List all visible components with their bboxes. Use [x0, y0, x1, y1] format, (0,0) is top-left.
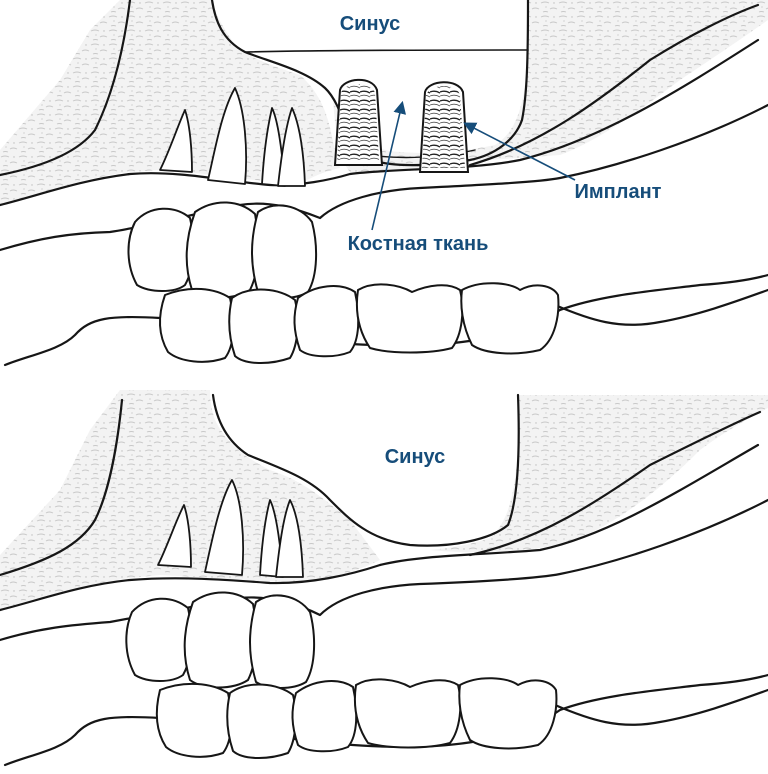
top-lower-tooth-5: [460, 282, 560, 355]
top-lower-jaw-right: [553, 288, 768, 326]
bottom-bone-left: [0, 390, 380, 610]
bottom-maxilla-outline: [0, 443, 760, 612]
implant-label: Имплант: [575, 181, 662, 203]
top-root-2: [207, 87, 247, 185]
bottom-maxilla-right-contour: [468, 410, 762, 557]
bottom-upper-crown-1: [125, 597, 193, 682]
top-panel: Синус Имплант Костная ткань: [0, 0, 768, 367]
top-upper-crown-1: [127, 207, 195, 292]
bottom-sinus-label: Синус: [385, 446, 446, 468]
bottom-lower-jaw-right: [553, 688, 768, 726]
top-lower-tooth-4: [355, 283, 464, 354]
bottom-lower-tooth-4: [353, 678, 462, 749]
bottom-root-1: [157, 504, 192, 568]
bottom-sinus-outline: [211, 393, 520, 547]
top-maxilla-outline: [0, 38, 760, 207]
top-implant-2: [418, 81, 470, 173]
top-lower-tooth-1: [159, 287, 235, 363]
bottom-root-4: [275, 499, 304, 578]
bottom-root-2: [204, 479, 244, 576]
top-bone-right: [460, 0, 768, 162]
top-upper-crown-3: [251, 204, 318, 299]
top-upper-crown-2: [185, 201, 260, 299]
bottom-upper-crown-3: [249, 594, 316, 689]
top-lower-tooth-3: [293, 285, 360, 358]
bone-tissue-label: Костная ткань: [348, 233, 489, 255]
bottom-maxilla-upper-contour: [0, 398, 124, 577]
top-sinus-membrane: [244, 49, 529, 53]
top-implant-1: [333, 78, 384, 166]
top-root-4: [277, 107, 306, 187]
top-bone-left: [0, 0, 340, 205]
top-maxilla-upper-contour: [0, 0, 132, 177]
top-sinus-label: Синус: [340, 13, 401, 35]
top-gum-line: [0, 103, 768, 252]
bottom-upper-crown-2: [183, 591, 258, 689]
bottom-bone-right: [430, 395, 768, 553]
top-lower-tooth-2: [228, 288, 299, 364]
bottom-lower-tooth-5: [458, 677, 558, 750]
bottom-lower-tooth-3: [291, 680, 358, 753]
bottom-lower-tooth-2: [226, 683, 297, 759]
implant-arrow: [463, 122, 576, 181]
top-maxilla-right-contour: [468, 3, 760, 167]
bottom-lower-tooth-1: [155, 682, 233, 758]
top-root-1: [159, 109, 193, 173]
bottom-gum-line: [0, 498, 768, 642]
bone-tissue-arrow: [371, 100, 407, 231]
bottom-panel: Синус: [0, 390, 768, 767]
